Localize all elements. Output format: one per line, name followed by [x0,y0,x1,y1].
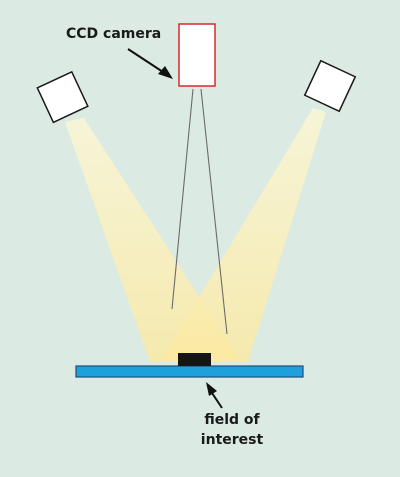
camera-label: CCD camera [66,26,162,42]
left-light-beam [65,118,240,362]
ccd-camera-icon [178,23,216,87]
field-arrowhead [206,382,217,396]
right-light-beam [160,108,326,362]
stage-icon [75,365,304,378]
field-label-line2: interest [200,432,264,448]
field-label-line1: field of [204,412,260,428]
field-pointer-line [211,392,223,409]
lamp-right-icon [303,59,357,113]
camera-arrowhead [158,66,173,79]
field-of-interest-label: field of interest [191,410,273,450]
sightline-left [171,88,194,310]
sightline-right [200,88,228,335]
sample-icon [178,353,211,366]
camera-pointer-line [127,48,164,73]
lamp-left-icon [36,70,89,124]
